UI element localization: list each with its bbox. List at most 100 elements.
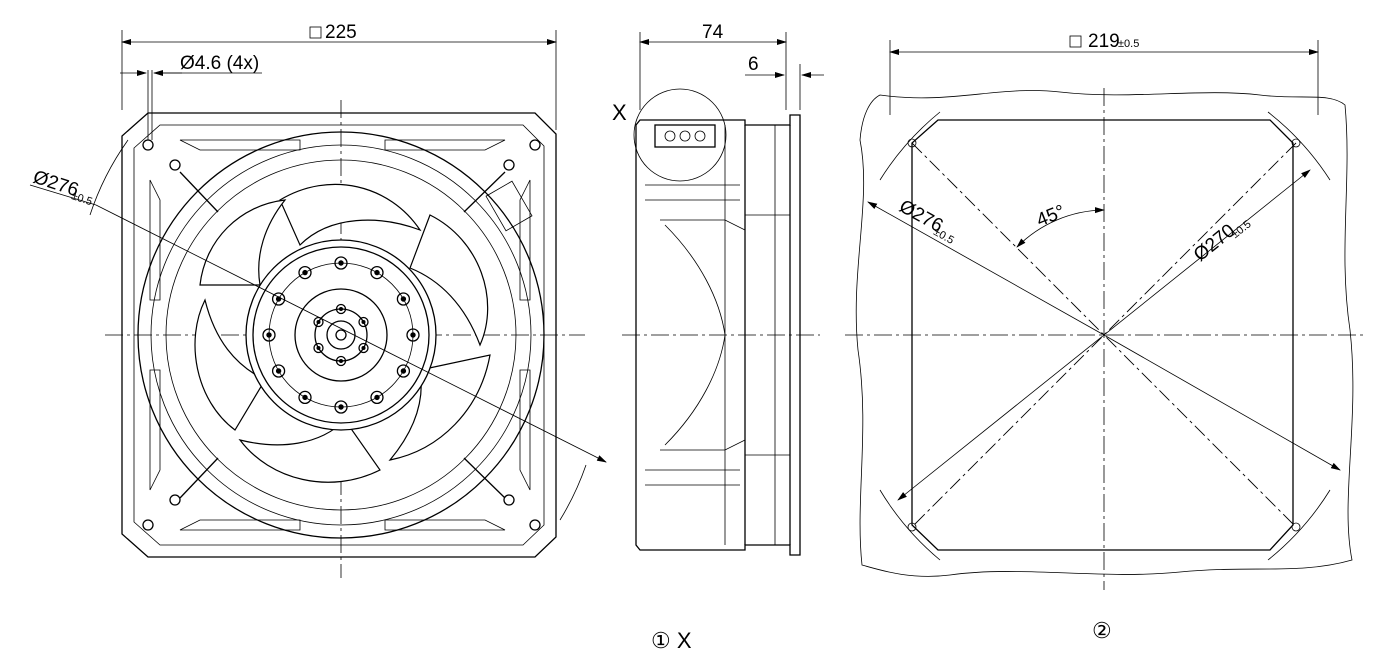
hub-bolt-center <box>374 269 380 276</box>
side-view: X 74 6 <box>612 22 824 556</box>
dim-219-tol: ±0.5 <box>1118 38 1139 50</box>
hub-bolt <box>335 355 347 367</box>
slot-top-right <box>384 139 506 151</box>
hub-bolt-center <box>338 260 344 266</box>
square-symbol <box>1069 35 1082 48</box>
callout-two: ② <box>1092 618 1112 643</box>
hub-bolt <box>313 342 324 354</box>
shaft <box>326 320 356 350</box>
hub-bolt-center <box>338 358 344 364</box>
mount-hole <box>169 159 181 171</box>
dim-225-text: 225 <box>325 22 357 43</box>
arc-276 <box>1267 111 1331 181</box>
hub-bolt-center <box>338 404 344 410</box>
angle-text: 45° <box>1034 201 1069 231</box>
dim-line-276-cutout <box>867 201 1105 336</box>
hub-bolt <box>334 256 348 270</box>
side-impeller <box>660 219 746 451</box>
hub-bolt-center <box>266 332 272 338</box>
hub-bolt-center <box>361 319 366 325</box>
hub-rim <box>252 246 430 424</box>
hub-bolt-center <box>275 368 282 374</box>
slot-top-left <box>179 139 301 151</box>
hub-bolt-center <box>316 345 321 351</box>
slot-right-bottom <box>519 369 531 491</box>
mount-hole <box>169 494 181 506</box>
strut-tr <box>463 171 506 213</box>
mounting-holes <box>142 139 541 531</box>
hub-bolt-center <box>338 306 344 312</box>
hub-bolt-center <box>374 394 380 401</box>
hub-bolt <box>271 292 286 306</box>
hub-bolt-center <box>400 368 407 374</box>
hub-bolts <box>262 256 420 414</box>
dim-6-text: 6 <box>748 54 759 75</box>
frame-ring-outer <box>137 131 545 539</box>
mount-hole <box>503 494 515 506</box>
hub-bolt <box>334 400 348 414</box>
frame-inner-outline <box>133 124 545 546</box>
slot-bottom-right <box>384 519 506 531</box>
square-symbol <box>309 26 322 39</box>
hub-bolt-center <box>316 319 321 325</box>
hub-bolt-center <box>410 332 416 338</box>
front-view: 225 Ø4.6 (4x) Ø276 ±0.5 <box>29 22 607 578</box>
slot-left-top <box>149 179 161 301</box>
hub-bolt-center <box>361 345 366 351</box>
hub-bolt <box>271 364 286 378</box>
hub-bolt-center <box>400 296 407 302</box>
break-boundary <box>855 90 1354 577</box>
hub-bolt <box>298 390 312 405</box>
hub-bolt <box>298 265 312 280</box>
strut-br <box>463 457 506 499</box>
mount-hole <box>529 139 541 151</box>
dim-line-276 <box>95 204 607 463</box>
dim-arc <box>559 464 587 521</box>
hub-bolt-center <box>302 394 308 401</box>
hub-bolt <box>396 364 411 378</box>
dim-hole-text: Ø4.6 (4x) <box>180 53 259 74</box>
hub-bolt <box>335 303 347 315</box>
impeller-ring <box>165 159 517 511</box>
hub-inner <box>294 288 388 382</box>
strut-tl <box>179 171 219 213</box>
callout-one-x: ① X <box>651 628 692 653</box>
hub-bolt <box>358 342 369 354</box>
dim-270-text: Ø270 <box>1190 220 1239 266</box>
frame-ring-inner <box>150 144 532 526</box>
arc-276 <box>879 489 941 561</box>
cutout-hole <box>1291 138 1301 148</box>
slot-bottom-left <box>179 519 301 531</box>
hub-bolt-center <box>302 269 308 276</box>
slot-right-top <box>519 179 531 301</box>
detail-x-label: X <box>612 100 627 125</box>
angle-arc <box>1016 207 1105 248</box>
hub-outer <box>245 239 437 431</box>
connector-pin <box>664 130 676 142</box>
strut-bl <box>179 457 219 499</box>
dim-276-cutout-tol: ±0.5 <box>931 226 955 247</box>
mount-hole <box>142 139 154 151</box>
arc-276 <box>1267 489 1331 561</box>
dim-leader-276 <box>29 184 97 206</box>
shaft-center <box>335 329 347 341</box>
mount-hole <box>142 519 154 531</box>
side-body-outline <box>635 114 801 556</box>
cutout-view: Ø276 ±0.5 Ø270 ±0.5 45° 219 ±0.5 <box>845 31 1365 590</box>
label-plate <box>485 180 533 232</box>
connector <box>654 124 716 148</box>
slot-left-bottom <box>149 369 161 491</box>
arc-276 <box>879 111 941 181</box>
dim-arc <box>89 139 129 216</box>
cutout-hole <box>907 522 917 532</box>
connector-pin <box>694 130 706 142</box>
hub-bolt <box>370 390 384 405</box>
hub-bolt <box>396 292 411 306</box>
dim-270-tol: ±0.5 <box>1229 218 1253 241</box>
hub-bolt <box>406 328 420 342</box>
hub-bolt <box>262 328 276 342</box>
side-blade-curve <box>664 224 726 446</box>
dim-74-text: 74 <box>702 22 724 43</box>
connector-pin <box>679 130 691 142</box>
